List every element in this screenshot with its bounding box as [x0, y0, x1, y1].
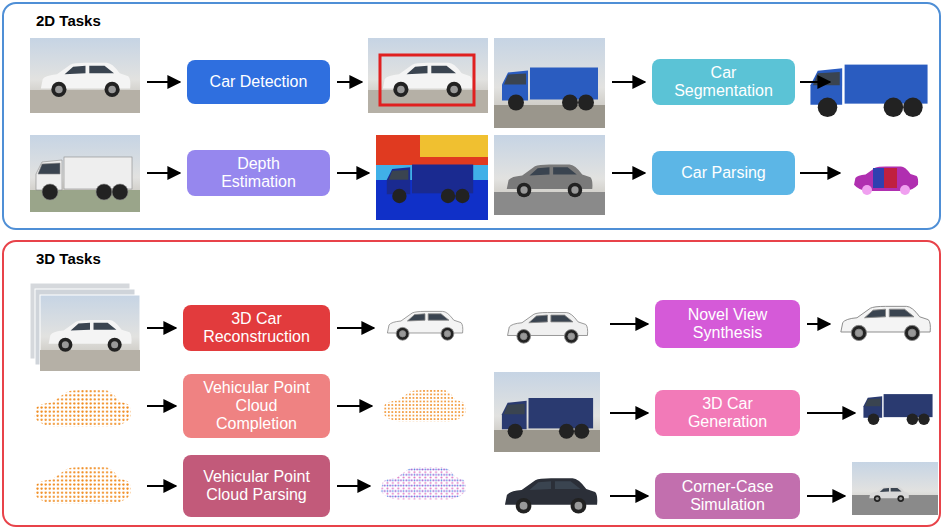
multi-view-photos [30, 283, 140, 371]
task-box: Corner-Case Simulation [655, 473, 800, 519]
arrow [610, 412, 648, 414]
input-photo [494, 135, 605, 215]
depth-map [376, 135, 488, 220]
arrow [147, 327, 176, 329]
partial-point-cloud [34, 390, 130, 427]
simulated-scene [852, 462, 938, 515]
input-photo [30, 135, 140, 212]
arrow [147, 405, 176, 407]
task-box: Depth Estimation [187, 150, 330, 196]
task-label: Car Detection [210, 73, 308, 91]
task-box: 3D Car Generation [655, 390, 800, 436]
group-title: 2D Tasks [36, 12, 101, 29]
task-label: Car Parsing [681, 164, 765, 182]
reconstructed-car [387, 311, 462, 340]
point-cloud [34, 467, 130, 504]
suv-model [505, 478, 597, 513]
arrows [147, 82, 855, 496]
arrow [147, 485, 176, 487]
task-box: Car Segmentation [652, 59, 795, 105]
task-box: 3D Car Reconstruction [183, 305, 330, 351]
task-label: Depth Estimation [200, 155, 318, 191]
task-label: 3D Car Reconstruction [198, 310, 316, 346]
arrow [147, 81, 180, 83]
truck-photo [494, 372, 600, 452]
arrow [337, 405, 372, 407]
arrow [337, 81, 362, 83]
input-car [508, 313, 588, 344]
truck-photo [494, 38, 605, 128]
arrow [612, 81, 645, 83]
task-box: Car Parsing [652, 151, 795, 195]
task-label: Vehicular Point Cloud Completion [198, 379, 316, 433]
arrow [807, 412, 855, 414]
arrow [610, 323, 648, 325]
segmented-truck [810, 65, 927, 117]
task-box: Vehicular Point Cloud Completion [183, 374, 330, 438]
task-group-panel: 2D TasksCar Detection Car SegmentationDep… [2, 2, 941, 230]
arrow [337, 327, 374, 329]
parsed-car [854, 166, 918, 195]
arrow [807, 495, 845, 497]
group-title: 3D Tasks [36, 250, 101, 267]
task-label: 3D Car Generation [669, 395, 787, 431]
arrow [337, 485, 370, 487]
arrow [612, 172, 645, 174]
task-label: Novel View Synthesis [669, 306, 787, 342]
arrow [147, 172, 180, 174]
arrow [800, 81, 830, 83]
input-photo [30, 38, 140, 113]
task-box: Vehicular Point Cloud Parsing [183, 455, 330, 517]
arrow [807, 323, 830, 325]
arrow [800, 172, 840, 174]
task-label: Vehicular Point Cloud Parsing [198, 468, 316, 504]
novel-view-car [841, 306, 931, 340]
task-group-panel: 3D Tasks 3D Car Reconstruction Novel View … [2, 240, 941, 527]
task-label: Corner-Case Simulation [669, 478, 787, 514]
arrow [337, 172, 369, 174]
task-box: Novel View Synthesis [655, 300, 800, 348]
task-label: Car Segmentation [665, 64, 783, 100]
parsed-point-cloud [381, 467, 466, 499]
arrow [610, 495, 648, 497]
detection-output-photo [368, 38, 488, 113]
generated-truck [863, 394, 932, 425]
completed-point-cloud [383, 390, 466, 422]
task-box: Car Detection [187, 60, 330, 104]
